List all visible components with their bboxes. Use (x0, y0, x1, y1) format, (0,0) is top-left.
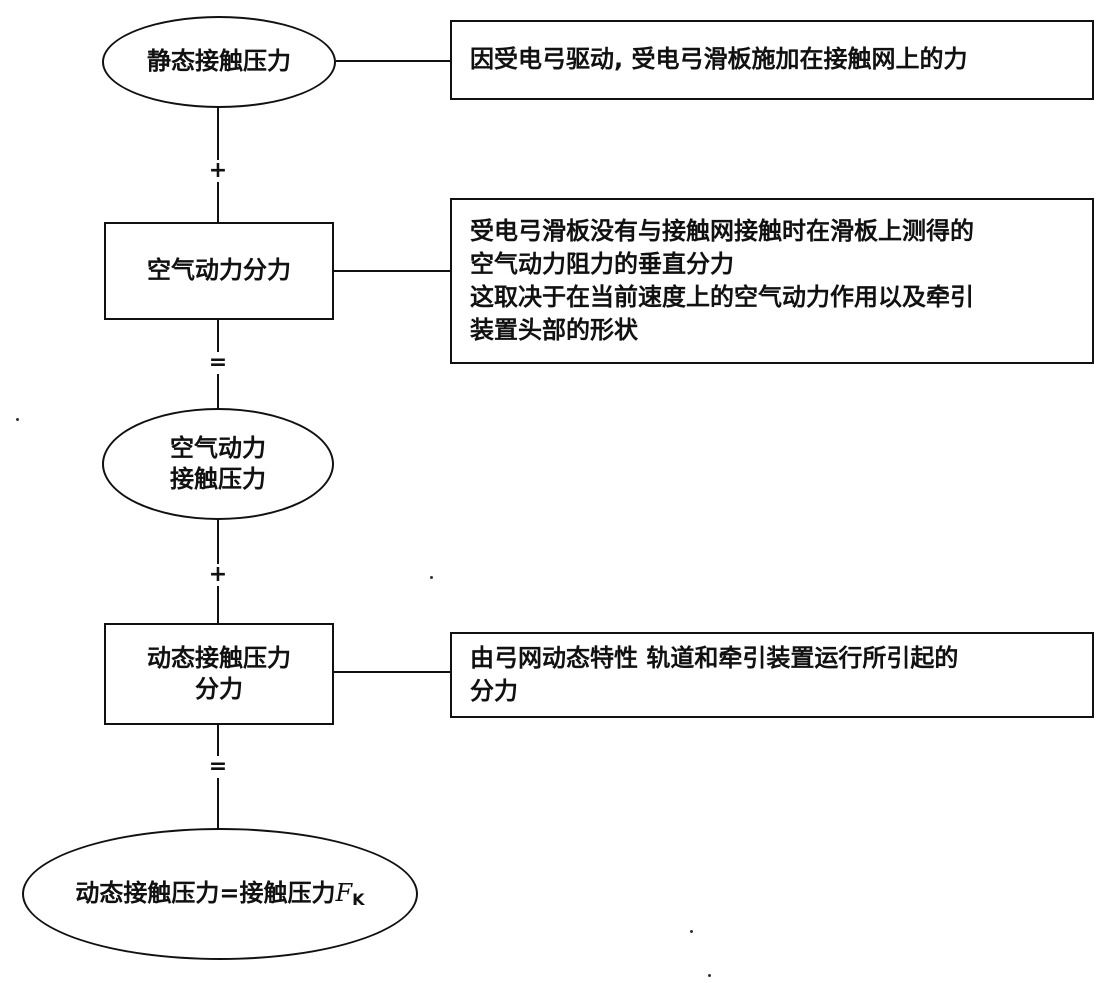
static-contact-pressure-node: 静态接触压力 (102, 16, 336, 108)
aero-description-line: 受电弓滑板没有与接触网接触时在滑板上测得的 (470, 216, 974, 245)
aerodynamic-component-node: 空气动力分力 (104, 222, 334, 320)
static-description-text: 因受电弓驱动, 受电弓滑板施加在接触网上的力 (470, 45, 968, 74)
aerodynamic-component-description: 受电弓滑板没有与接触网接触时在滑板上测得的 空气动力阻力的垂直分力 这取决于在当… (450, 198, 1094, 364)
plus-operator-2: + (203, 564, 233, 586)
equals-operator-1: = (203, 352, 233, 374)
aerodynamic-contact-pressure-line2: 接触压力 (170, 465, 266, 493)
static-pressure-description: 因受电弓驱动, 受电弓滑板施加在接触网上的力 (450, 20, 1094, 100)
aero-description-line: 装置头部的形状 (470, 316, 638, 345)
dynamic-component-description: 由弓网动态特性 轨道和牵引装置运行所引起的 分力 (450, 632, 1094, 718)
final-contact-pressure-node: 动态接触压力=接触压力FK (22, 828, 418, 960)
dynamic-contact-component-line2: 分力 (195, 675, 243, 703)
scan-speck (690, 930, 693, 933)
aero-description-line: 这取决于在当前速度上的空气动力作用以及牵引 (470, 283, 974, 311)
aerodynamic-contact-pressure-node: 空气动力 接触压力 (102, 408, 334, 520)
static-contact-pressure-label: 静态接触压力 (147, 47, 291, 76)
contact-force-variable: F (335, 878, 353, 907)
equals-operator-2: = (203, 756, 233, 778)
dynamic-contact-component-line1: 动态接触压力 (147, 643, 291, 672)
dynamic-description-line: 分力 (470, 677, 518, 705)
aerodynamic-contact-pressure-line1: 空气动力 (170, 433, 266, 462)
aerodynamic-component-label: 空气动力分力 (147, 256, 291, 285)
scan-speck (430, 576, 433, 579)
plus-operator-1: + (203, 160, 233, 182)
dynamic-contact-component-node: 动态接触压力 分力 (104, 623, 334, 725)
final-contact-pressure-label: 动态接触压力=接触压力FK (75, 878, 365, 909)
dynamic-description-line: 由弓网动态特性 轨道和牵引装置运行所引起的 (470, 643, 959, 672)
scan-speck (16, 418, 19, 421)
aero-description-line: 空气动力阻力的垂直分力 (470, 249, 734, 278)
contact-force-subscript: K (352, 889, 365, 909)
scan-speck (708, 974, 711, 977)
